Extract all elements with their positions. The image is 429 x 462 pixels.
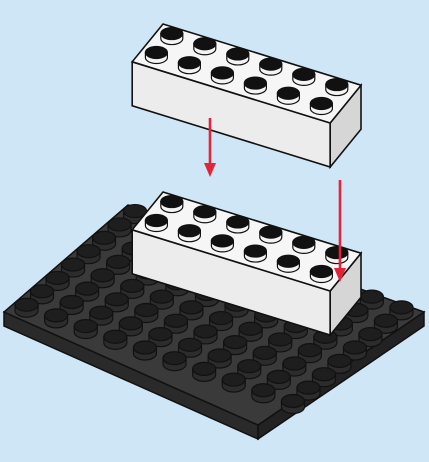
arrow-left <box>204 118 216 177</box>
lower-brick-stud <box>144 213 168 233</box>
baseplate-stud <box>44 308 69 329</box>
baseplate-stud <box>221 372 246 393</box>
arrows <box>204 118 346 282</box>
upper-brick-stud <box>226 47 250 66</box>
baseplate-stud <box>149 289 174 310</box>
lower-brick-stud <box>259 225 283 244</box>
baseplate-stud <box>103 329 128 350</box>
upper-brick-stud <box>309 96 333 116</box>
upper-brick <box>130 23 363 170</box>
upper-brick-stud <box>210 66 234 85</box>
lower-brick-stud <box>226 215 250 234</box>
upper-brick-stud <box>177 56 201 75</box>
lower-brick-top-face <box>130 191 363 292</box>
arrow-right <box>334 180 346 282</box>
baseplate-stud <box>251 383 276 404</box>
lower-brick-stud <box>243 244 267 263</box>
baseplate-stud <box>91 230 117 251</box>
baseplate-stud <box>389 300 414 321</box>
lower-brick-stud <box>193 205 217 224</box>
upper-brick-top-face <box>130 23 363 124</box>
lower-brick-stud <box>309 264 333 284</box>
lower-brick-stud <box>210 234 234 253</box>
baseplate-stud <box>192 361 217 382</box>
baseplate-stud <box>107 217 132 238</box>
upper-brick-stud <box>259 57 283 76</box>
baseplate-stud <box>162 351 187 372</box>
baseplate-stud <box>132 340 158 361</box>
baseplate-stud <box>280 393 306 415</box>
upper-brick-stud <box>193 37 217 56</box>
lower-brick-stud <box>292 235 316 254</box>
lower-brick <box>130 191 363 338</box>
upper-brick-stud <box>144 45 168 65</box>
lower-brick-stud <box>177 224 201 243</box>
baseplate-stud <box>14 297 39 318</box>
baseplate-stud <box>359 289 384 310</box>
upper-brick-stud <box>292 67 316 86</box>
upper-brick-stud <box>243 76 267 95</box>
baseplate-stud <box>73 318 98 340</box>
lower-brick-stud <box>160 194 184 214</box>
upper-brick-stud <box>160 26 184 46</box>
upper-brick-stud <box>325 77 349 97</box>
lower-brick-stud <box>325 245 349 265</box>
lower-brick-stud <box>276 254 300 273</box>
upper-brick-stud <box>276 86 300 105</box>
